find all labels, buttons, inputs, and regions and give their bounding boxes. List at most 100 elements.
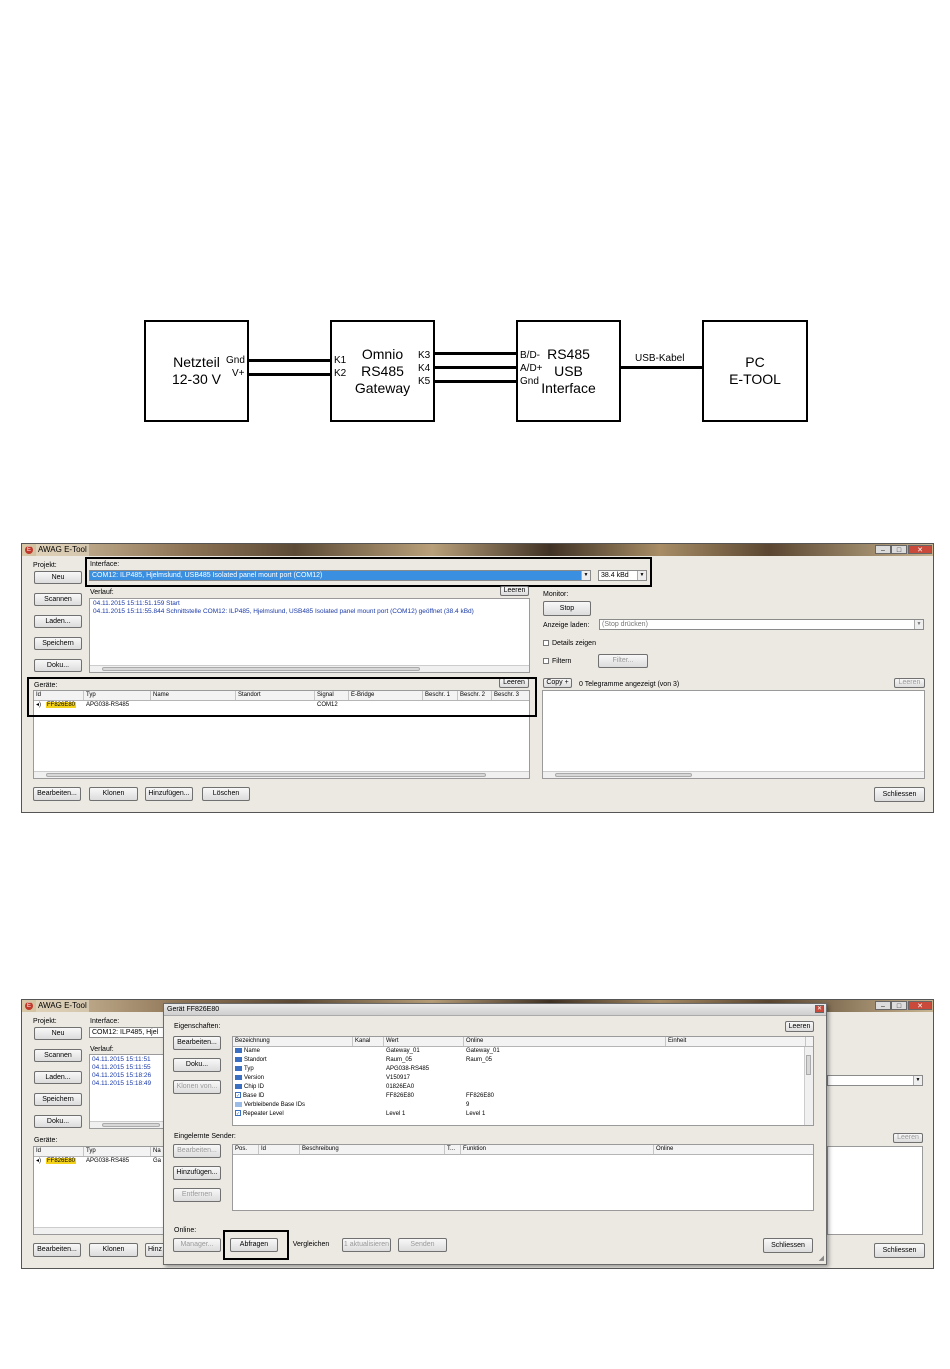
- neu-button[interactable]: Neu: [34, 571, 82, 584]
- details-checkbox[interactable]: [543, 640, 549, 646]
- copy-button[interactable]: Copy +: [543, 678, 572, 688]
- filter-button[interactable]: Filter...: [598, 654, 648, 668]
- dialog-doku-button[interactable]: Doku...: [173, 1058, 221, 1072]
- maximize-icon[interactable]: □: [891, 1001, 907, 1010]
- klonen-button[interactable]: Klonen: [89, 1243, 138, 1257]
- schliessen-button[interactable]: Schliessen: [874, 1243, 925, 1258]
- scroll-thumb[interactable]: [102, 1123, 160, 1127]
- minimize-icon[interactable]: –: [875, 1001, 891, 1010]
- speichern-button[interactable]: Speichern: [34, 1093, 82, 1106]
- details-label: Details zeigen: [552, 640, 596, 647]
- neu-button[interactable]: Neu: [34, 1027, 82, 1040]
- anzeige-select[interactable]: (Stop drücken) ▼: [599, 619, 924, 630]
- telegram-list-edge: [827, 1146, 923, 1235]
- maximize-icon[interactable]: □: [891, 545, 907, 554]
- klonen-von-button[interactable]: Klonen von...: [173, 1080, 221, 1094]
- chevron-down-icon[interactable]: ▼: [637, 571, 646, 580]
- speichern-button[interactable]: Speichern: [34, 637, 82, 650]
- property-row[interactable]: Name Gateway_01 Gateway_01: [233, 1047, 803, 1057]
- pin-k2: K2: [334, 368, 347, 379]
- scroll-thumb[interactable]: [102, 667, 420, 671]
- monitor-leeren-button[interactable]: Leeren: [894, 678, 925, 688]
- klonen-button[interactable]: Klonen: [89, 787, 138, 801]
- bearbeiten-button[interactable]: Bearbeiten...: [33, 1243, 81, 1257]
- doku-button[interactable]: Doku...: [34, 1115, 82, 1128]
- close-icon[interactable]: ✕: [815, 1005, 824, 1013]
- interface-label: Interface:: [90, 1018, 120, 1025]
- prop-wert: 01826EA0: [386, 1084, 415, 1090]
- scroll-thumb[interactable]: [806, 1055, 811, 1075]
- log-scrollbar[interactable]: [90, 1121, 163, 1128]
- prop-name: Verbleibende Base IDs: [233, 1101, 305, 1110]
- pin-k4: K4: [418, 363, 431, 374]
- property-row[interactable]: ✓Repeater Level Level 1 Level 1: [233, 1110, 803, 1120]
- minimize-icon[interactable]: –: [875, 545, 891, 554]
- hinzufuegen-button[interactable]: Hinz: [145, 1243, 165, 1257]
- usb-cable-label: USB-Kabel: [635, 353, 685, 364]
- scannen-button[interactable]: Scannen: [34, 1049, 82, 1062]
- laden-button[interactable]: Laden...: [34, 1071, 82, 1084]
- abfragen-button[interactable]: Abfragen: [230, 1238, 278, 1252]
- senden-button[interactable]: Senden: [398, 1238, 447, 1252]
- sender-hinzufuegen-button[interactable]: Hinzufügen...: [173, 1166, 221, 1180]
- interface-select[interactable]: COM12: ILP485, Hjelmslund, USB485 Isolat…: [89, 570, 591, 581]
- filtern-checkbox[interactable]: [543, 658, 549, 664]
- hinzufuegen-button[interactable]: Hinzufügen...: [145, 787, 193, 801]
- table-scrollbar[interactable]: [34, 1227, 163, 1234]
- pin-k3: K3: [418, 350, 431, 361]
- sender-entfernen-button[interactable]: Entfernen: [173, 1188, 221, 1202]
- property-row[interactable]: Verbleibende Base IDs 9: [233, 1101, 803, 1111]
- title-bar: E AWAG E-Tool – □ ✕: [22, 544, 933, 556]
- pin-ad: A/D+: [520, 363, 543, 374]
- log-scrollbar[interactable]: [90, 665, 529, 672]
- scannen-button[interactable]: Scannen: [34, 593, 82, 606]
- table-header: Pos. Id Beschreibung T... Funktion Onlin…: [233, 1145, 813, 1155]
- resize-grip-icon[interactable]: ◢: [818, 1255, 824, 1262]
- col-standort: Standort: [236, 691, 315, 700]
- table-row[interactable]: ◂) FF826E80 APG038-RS485 Ga: [34, 1157, 163, 1167]
- dialog-bearbeiten-button[interactable]: Bearbeiten...: [173, 1036, 221, 1050]
- geraete-table: Id Typ Na ◂) FF826E80 APG038-RS485 Ga: [33, 1146, 164, 1235]
- close-icon[interactable]: ✕: [908, 1001, 932, 1010]
- monitor-leeren-button[interactable]: Leeren: [893, 1133, 923, 1143]
- stop-button[interactable]: Stop: [543, 601, 591, 616]
- property-row[interactable]: Version V150917: [233, 1074, 803, 1084]
- scroll-thumb[interactable]: [555, 773, 692, 777]
- verlauf-leeren-button[interactable]: Leeren: [500, 586, 529, 596]
- bearbeiten-button[interactable]: Bearbeiten...: [33, 787, 81, 801]
- interface-select[interactable]: COM12: ILP485, Hjel: [89, 1027, 164, 1038]
- chevron-down-icon[interactable]: ▼: [581, 571, 590, 580]
- close-icon[interactable]: ✕: [908, 545, 932, 554]
- loeschen-button[interactable]: Löschen: [202, 787, 250, 801]
- scroll-thumb[interactable]: [46, 773, 486, 777]
- window-title: AWAG E-Tool: [36, 1000, 89, 1012]
- col-typ: Typ: [84, 691, 151, 700]
- doku-button[interactable]: Doku...: [34, 659, 82, 672]
- anzeige-select-edge[interactable]: ▼: [827, 1075, 923, 1086]
- laden-button[interactable]: Laden...: [34, 615, 82, 628]
- properties-scrollbar[interactable]: [804, 1047, 813, 1125]
- aktualisieren-button[interactable]: 1 aktualisieren: [342, 1238, 391, 1252]
- chevron-down-icon[interactable]: ▼: [914, 620, 923, 629]
- block-pc: PC E-TOOL: [702, 320, 808, 422]
- manager-button[interactable]: Manager...: [173, 1238, 221, 1252]
- wire-usb-cable: [621, 366, 702, 369]
- vergleichen-button[interactable]: Vergleichen: [292, 1241, 330, 1248]
- prop-name: Version: [233, 1074, 264, 1083]
- telegram-scrollbar[interactable]: [543, 771, 924, 778]
- chevron-down-icon[interactable]: ▼: [913, 1076, 922, 1085]
- property-row[interactable]: ✓Base ID FF826E80 FF826E80: [233, 1092, 803, 1102]
- device-dialog: Gerät FF826E80 ✕ Eigenschaften: Leeren B…: [163, 1003, 827, 1265]
- baud-select[interactable]: 38.4 kBd ▼: [598, 570, 647, 581]
- table-scrollbar[interactable]: [34, 771, 529, 778]
- sender-bearbeiten-button[interactable]: Bearbeiten...: [173, 1144, 221, 1158]
- table-row[interactable]: ◂) FF826E80 APG038-RS485 COM12: [34, 701, 529, 711]
- properties-table: Bezeichnung Kanal Wert Online Einheit Na…: [232, 1036, 814, 1126]
- table-header: Id Typ Name Standort Signal E-Bridge Bes…: [34, 691, 529, 701]
- schliessen-button[interactable]: Schliessen: [874, 787, 925, 802]
- properties-leeren-button[interactable]: Leeren: [785, 1021, 814, 1032]
- dialog-schliessen-button[interactable]: Schliessen: [763, 1238, 813, 1253]
- property-row[interactable]: Standort Raum_05 Raum_05: [233, 1056, 803, 1066]
- property-row[interactable]: Chip ID 01826EA0: [233, 1083, 803, 1093]
- property-row[interactable]: Typ APG038-RS485: [233, 1065, 803, 1075]
